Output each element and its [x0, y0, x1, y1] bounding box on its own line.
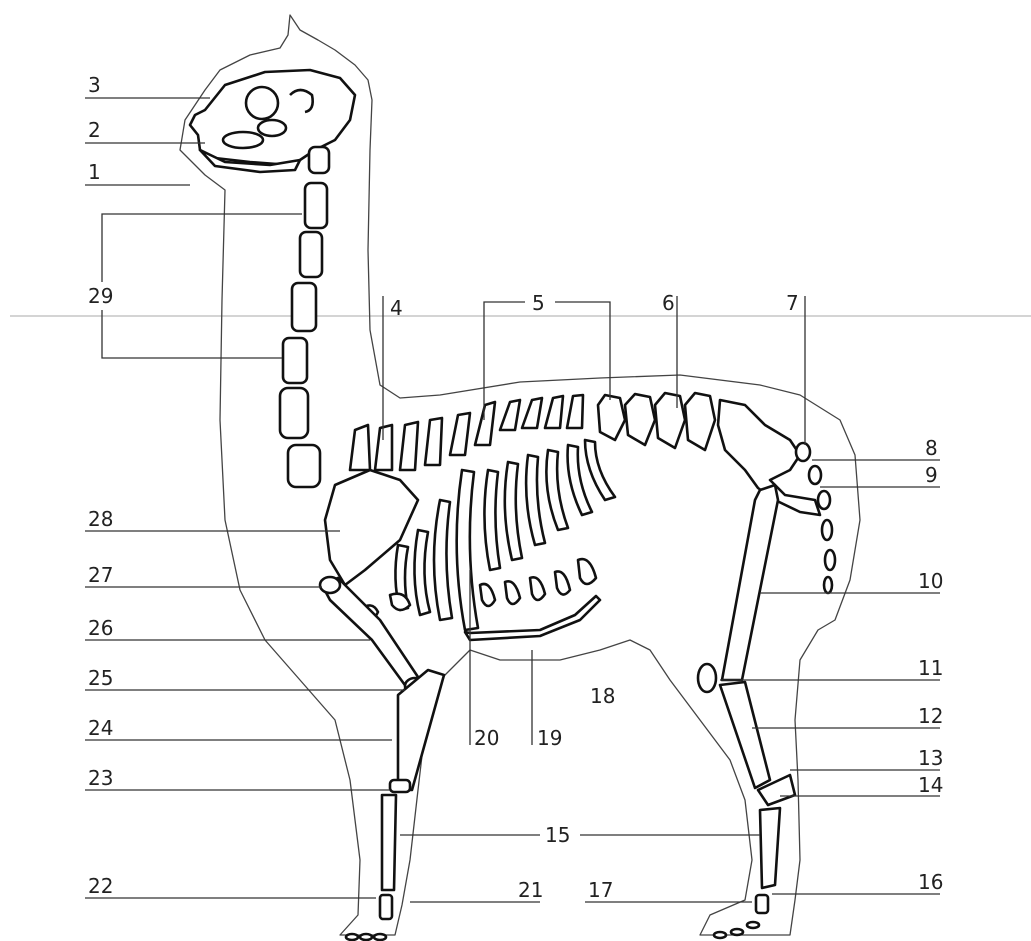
eye-orbit	[246, 87, 278, 119]
cheek-bone	[258, 120, 286, 136]
label-26: 26	[88, 616, 113, 640]
label-12: 12	[918, 704, 943, 728]
label-7: 7	[786, 291, 799, 315]
shoulder-joint	[320, 577, 340, 593]
label-29: 29	[88, 284, 113, 308]
front-phalanx	[380, 895, 392, 919]
front-toe	[346, 934, 358, 940]
cervical-vertebra	[283, 338, 307, 383]
label-1: 1	[88, 160, 101, 184]
cervical-vertebra	[292, 283, 316, 331]
label-5: 5	[532, 291, 545, 315]
label-3: 3	[88, 73, 101, 97]
label-14: 14	[918, 773, 943, 797]
label-28: 28	[88, 507, 113, 531]
carpal	[390, 780, 410, 792]
label-21: 21	[518, 878, 543, 902]
label-17: 17	[588, 878, 613, 902]
front-toe	[374, 934, 386, 940]
front-leg	[320, 577, 444, 940]
hind-toe	[731, 929, 743, 935]
upper-teeth	[223, 132, 263, 148]
label-6: 6	[662, 291, 675, 315]
label-24: 24	[88, 716, 113, 740]
label-2: 2	[88, 118, 101, 142]
label-20: 20	[474, 726, 499, 750]
label-19: 19	[537, 726, 562, 750]
label-27: 27	[88, 563, 113, 587]
label-15: 15	[545, 823, 570, 847]
label-13: 13	[918, 746, 943, 770]
label-11: 11	[918, 656, 943, 680]
hind-phalanx	[756, 895, 768, 913]
label-4: 4	[390, 296, 403, 320]
label-22: 22	[88, 874, 113, 898]
cervical-vertebrae	[280, 147, 329, 487]
tibia	[720, 682, 770, 788]
hind-toe	[747, 922, 759, 928]
label-23: 23	[88, 766, 113, 790]
cervical-vertebra	[309, 147, 329, 173]
cervical-vertebra	[300, 232, 322, 277]
label-16: 16	[918, 870, 943, 894]
patella	[698, 664, 716, 692]
hind-metatarsal	[760, 808, 780, 888]
cervical-vertebra	[280, 388, 308, 438]
radius-ulna	[398, 670, 444, 790]
lumbar-vertebrae	[598, 393, 715, 450]
cervical-vertebra	[288, 445, 320, 487]
tail-vertebrae	[796, 443, 835, 593]
label-18: 18	[590, 684, 615, 708]
label-25: 25	[88, 666, 113, 690]
label-9: 9	[925, 463, 938, 487]
label-8: 8	[925, 436, 938, 460]
cervical-vertebra	[305, 183, 327, 228]
front-metacarpal	[382, 795, 396, 890]
hind-toe	[714, 932, 726, 938]
front-toe	[360, 934, 372, 940]
femur	[722, 485, 778, 680]
hind-leg	[698, 485, 795, 938]
label-10: 10	[918, 569, 943, 593]
skull	[190, 70, 355, 165]
